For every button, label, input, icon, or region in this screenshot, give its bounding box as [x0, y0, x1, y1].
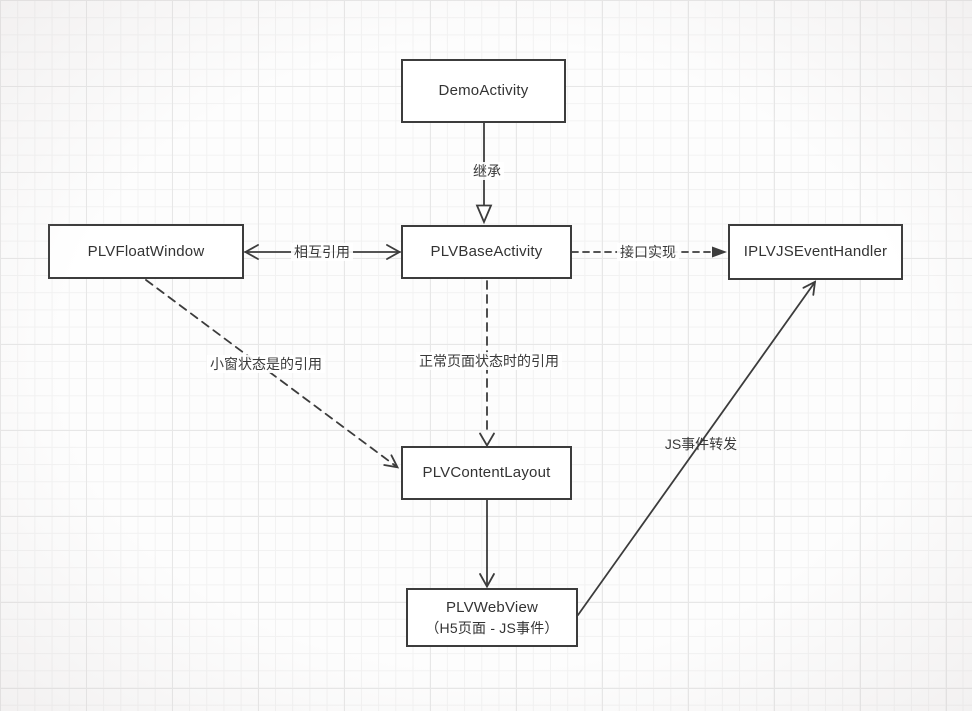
- node-plv-content-layout: PLVContentLayout: [401, 446, 572, 500]
- edge-label-inherit: 继承: [470, 162, 504, 180]
- node-demo-activity: DemoActivity: [401, 59, 566, 123]
- edge-label-normal-reference: 正常页面状态时的引用: [416, 352, 562, 370]
- node-plv-float-window: PLVFloatWindow: [48, 224, 244, 279]
- node-plv-web-view: PLVWebView （H5页面 - JS事件）: [406, 588, 578, 647]
- node-iplv-js-event-handler: IPLVJSEventHandler: [728, 224, 903, 280]
- edge-content-webview: [479, 499, 495, 589]
- node-label: IPLVJSEventHandler: [743, 243, 888, 260]
- edge-floatwindow-reference: [145, 279, 400, 469]
- node-label: PLVBaseActivity: [430, 243, 543, 260]
- node-sublabel: （H5页面 - JS事件）: [425, 619, 559, 636]
- node-label: DemoActivity: [438, 82, 529, 99]
- edge-label-js-forward: JS事件转发: [664, 436, 738, 452]
- node-plv-base-activity: PLVBaseActivity: [401, 225, 572, 279]
- edge-js-forward: [577, 280, 817, 616]
- edge-label-interface-impl: 接口实现: [617, 243, 679, 261]
- node-label: PLVFloatWindow: [87, 242, 205, 260]
- edge-label-mutual-reference: 相互引用: [291, 243, 353, 261]
- node-label: PLVContentLayout: [422, 464, 551, 481]
- node-label: PLVWebView: [445, 598, 539, 616]
- edge-label-floatwindow-reference: 小窗状态是的引用: [207, 355, 325, 373]
